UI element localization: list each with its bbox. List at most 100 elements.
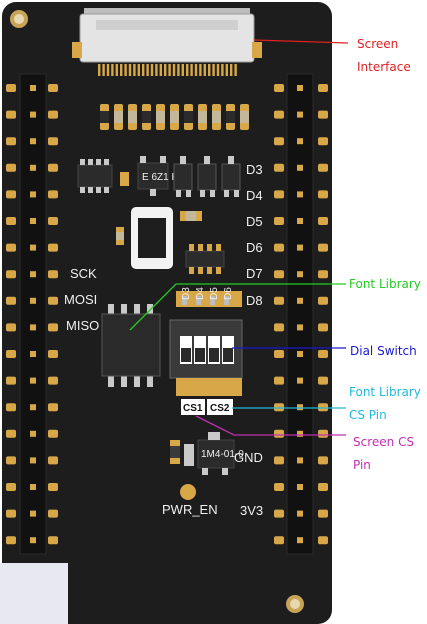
header-pad bbox=[48, 243, 58, 252]
dip-toggle bbox=[209, 348, 219, 362]
header-pad bbox=[48, 217, 58, 225]
header-pad bbox=[48, 376, 58, 385]
resistor-body bbox=[142, 111, 151, 123]
callout-screen-cs-line2: Pin bbox=[353, 458, 371, 472]
header-pin bbox=[30, 164, 36, 171]
dip-toggle bbox=[223, 348, 233, 362]
small-capacitors bbox=[116, 172, 202, 245]
pwr-en-label: PWR_EN bbox=[162, 502, 218, 517]
dip-pad bbox=[224, 296, 229, 305]
resistor-network-chip-right bbox=[185, 244, 225, 274]
dip-label-d5: D5 bbox=[209, 287, 220, 300]
callout-font-library: Font Library bbox=[349, 277, 421, 291]
callout-screen-interface-line1: Screen bbox=[357, 37, 398, 51]
power-chip-marking: 1M4-01-0 bbox=[201, 449, 244, 460]
header-pin bbox=[297, 324, 303, 331]
header-pad bbox=[48, 84, 58, 92]
header-pad bbox=[6, 270, 16, 279]
header-pin bbox=[297, 457, 303, 464]
header-pad bbox=[6, 536, 16, 545]
header-pin bbox=[30, 191, 36, 198]
fpc-pin bbox=[194, 64, 198, 76]
header-pin bbox=[297, 510, 303, 517]
regulator-marking: E 6Z1 K1M bbox=[142, 172, 192, 183]
header-pad bbox=[274, 217, 284, 225]
header-pad bbox=[6, 243, 16, 252]
dip-label-d6: D6 bbox=[223, 287, 234, 300]
resistor-body bbox=[184, 111, 193, 123]
header-pad bbox=[48, 190, 58, 199]
fpc-pin bbox=[203, 64, 206, 76]
callout-screen-cs-line1: Screen CS bbox=[353, 435, 414, 449]
pin-label-miso: MISO bbox=[66, 318, 99, 333]
header-pin bbox=[297, 244, 303, 251]
fpc-pin bbox=[120, 64, 123, 76]
pin-label-d6: D6 bbox=[246, 240, 263, 255]
cs2-label: CS2 bbox=[210, 403, 230, 414]
header-pin bbox=[297, 484, 303, 490]
header-pad bbox=[318, 483, 328, 491]
resistor-body bbox=[240, 111, 249, 123]
fpc-pin bbox=[124, 64, 127, 76]
header-pad bbox=[48, 536, 58, 545]
fpc-pin bbox=[128, 64, 132, 76]
header-pad bbox=[318, 403, 328, 412]
fpc-pin bbox=[142, 64, 145, 76]
header-pad bbox=[48, 323, 58, 332]
fpc-pin bbox=[212, 64, 215, 76]
header-pin bbox=[30, 537, 36, 544]
header-pin bbox=[297, 351, 303, 357]
header-pad bbox=[6, 137, 16, 146]
header-pad bbox=[48, 110, 58, 119]
cs-jumpers: CS1 CS2 bbox=[181, 386, 233, 415]
pin-label-mosi: MOSI bbox=[64, 292, 97, 307]
header-pad bbox=[48, 456, 58, 465]
header-pin bbox=[297, 138, 303, 145]
header-pad bbox=[6, 483, 16, 491]
header-pad bbox=[274, 350, 284, 358]
dip-label-d4: D4 bbox=[195, 287, 206, 300]
header-pad bbox=[318, 190, 328, 199]
header-pad bbox=[6, 296, 16, 305]
header-pad bbox=[48, 296, 58, 305]
header-pin bbox=[30, 244, 36, 251]
pin-label-d4: D4 bbox=[246, 188, 263, 203]
pin-label-d3: D3 bbox=[246, 162, 263, 177]
header-pad bbox=[318, 110, 328, 119]
header-pad bbox=[274, 243, 284, 252]
resistor-body bbox=[128, 111, 137, 123]
screen-connector bbox=[72, 8, 262, 76]
header-pad bbox=[318, 296, 328, 305]
fpc-pin bbox=[221, 64, 224, 76]
header-pin bbox=[297, 164, 303, 171]
header-pin bbox=[30, 111, 36, 118]
header-pad bbox=[274, 536, 284, 545]
fpc-pin bbox=[159, 64, 162, 76]
header-pad bbox=[274, 84, 284, 92]
header-pad bbox=[274, 190, 284, 199]
header-pin bbox=[297, 191, 303, 198]
header-pad bbox=[48, 509, 58, 518]
header-pin bbox=[30, 138, 36, 145]
pin-label-d7: D7 bbox=[246, 266, 263, 281]
header-pin bbox=[30, 404, 36, 411]
fpc-pin bbox=[190, 64, 193, 76]
header-pad bbox=[6, 403, 16, 412]
header-pad bbox=[318, 376, 328, 385]
header-pad bbox=[274, 137, 284, 146]
header-pad bbox=[274, 323, 284, 332]
header-pad bbox=[274, 110, 284, 119]
mounting-hole-top-left bbox=[10, 10, 28, 28]
header-pin bbox=[297, 218, 303, 224]
fpc-pin bbox=[137, 64, 140, 76]
header-pad bbox=[48, 350, 58, 358]
header-pad bbox=[318, 509, 328, 518]
resistor-body bbox=[198, 111, 207, 123]
header-pad bbox=[318, 137, 328, 146]
header-pad bbox=[274, 296, 284, 305]
resistor-body bbox=[156, 111, 165, 123]
header-pin bbox=[30, 484, 36, 490]
header-pad bbox=[318, 429, 328, 438]
dip-toggle bbox=[181, 348, 191, 362]
